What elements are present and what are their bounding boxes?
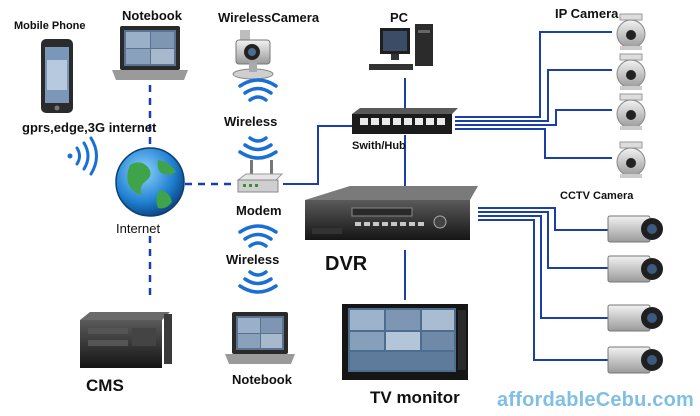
label-wireless-top: Wireless [224, 114, 278, 129]
watermark-text: affordableCebu.com [497, 389, 694, 411]
label-wireless-bottom: Wireless [226, 252, 280, 267]
label-mobile-phone: Mobile Phone [14, 20, 86, 32]
modem-icon [236, 160, 284, 193]
label-tv-monitor: TV monitor [370, 388, 460, 407]
wireless-camera-icon [232, 30, 274, 80]
cctv-camera-icon [607, 215, 663, 374]
switch-hub-icon [352, 108, 458, 134]
wireless-bottom-waves-icon [238, 224, 278, 294]
label-modem: Modem [236, 203, 282, 218]
connection-lines [283, 31, 612, 361]
ip-camera-icon [616, 13, 646, 178]
notebook-bottom-icon [225, 312, 295, 364]
tv-monitor-icon [342, 304, 468, 380]
mobile-phone-icon [41, 39, 73, 113]
label-gprs: gprs,edge,3G internet [22, 120, 157, 135]
cms-server-icon [80, 312, 172, 368]
label-cms: CMS [86, 376, 124, 395]
label-cctv-camera: CCTV Camera [560, 190, 634, 202]
label-notebook-bottom: Notebook [232, 372, 292, 387]
label-dvr: DVR [325, 253, 368, 275]
lines-dvr-cctv [478, 207, 608, 361]
notebook-top-icon [112, 26, 188, 80]
internet-dashed-lines [148, 85, 236, 298]
label-notebook-top: Notebook [122, 8, 182, 23]
label-pc: PC [390, 10, 409, 25]
lines-switch-ipcam [455, 31, 612, 159]
label-switch-hub: Swith/Hub [352, 140, 406, 152]
gprs-wireless-icon [67, 136, 98, 176]
label-internet: Internet [116, 221, 161, 236]
pc-icon [369, 24, 433, 70]
wireless-top-waves-icon [238, 78, 278, 160]
label-wireless-camera: WirelessCamera [218, 10, 320, 25]
label-ip-camera: IP Camera [555, 6, 619, 21]
line-modem-switch [283, 125, 352, 185]
dvr-device-icon [305, 186, 478, 240]
globe-icon [115, 147, 185, 217]
